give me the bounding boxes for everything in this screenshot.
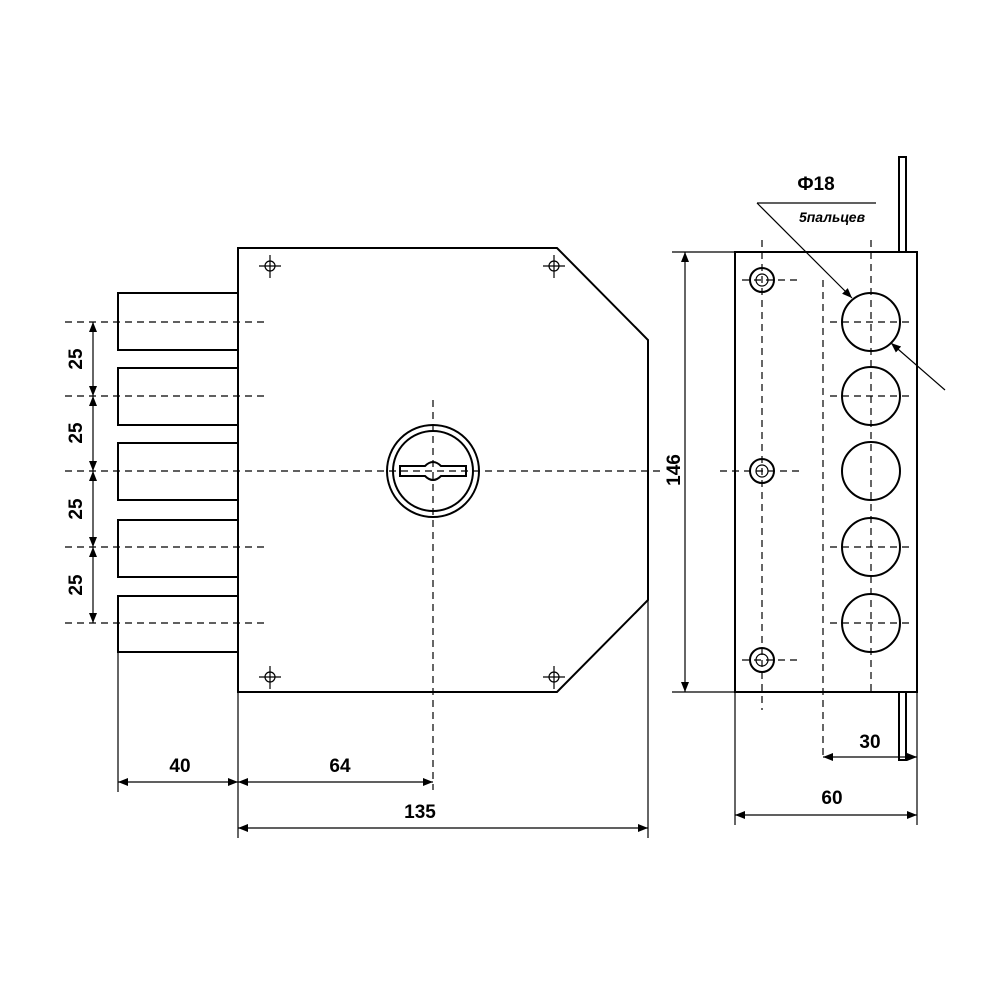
bolt-centerlines (65, 321, 665, 790)
side-dimensions: 146 30 60 (664, 251, 918, 825)
screw-icon (543, 255, 565, 278)
width-label: 135 (404, 802, 436, 823)
keyhole-cylinder-icon (386, 424, 480, 518)
screw-icon (720, 458, 800, 484)
pitch-label: 25 (66, 422, 87, 444)
screw-icon (543, 666, 565, 689)
bottom-dimensions: 40 64 135 (117, 600, 649, 838)
bolt-holes (830, 292, 912, 653)
bolt-count-label: 5пальцев (799, 209, 866, 225)
pitch-dimension: 25 25 25 25 (66, 322, 97, 623)
mounting-screws (259, 255, 565, 689)
faceplate-top (898, 156, 907, 255)
bolts (117, 292, 239, 653)
pitch-label: 25 (66, 574, 87, 596)
lock-case-side (734, 251, 918, 693)
diameter-label: Ф18 (797, 174, 834, 195)
side-screws (720, 267, 800, 673)
faceplate-bottom (898, 689, 907, 761)
screw-icon (259, 666, 281, 689)
screw-icon (259, 255, 281, 278)
backset-label: 64 (329, 756, 351, 777)
bolt (117, 595, 239, 653)
pitch-label: 25 (66, 348, 87, 370)
bolt-offset-label: 30 (859, 732, 880, 753)
front-view: 25 25 25 25 40 64 135 (65, 247, 665, 838)
pitch-label: 25 (66, 498, 87, 520)
height-label: 146 (664, 454, 685, 486)
bolt-hole-icon (841, 441, 901, 501)
bolt (117, 519, 239, 578)
side-view: Ф18 5пальцев 146 30 60 (664, 156, 946, 825)
bolt-length-label: 40 (169, 756, 190, 777)
diameter-callout: Ф18 5пальцев (756, 174, 946, 391)
screw-icon (742, 267, 800, 293)
depth-label: 60 (821, 788, 842, 809)
lock-body (237, 247, 649, 693)
screw-icon (742, 647, 800, 673)
